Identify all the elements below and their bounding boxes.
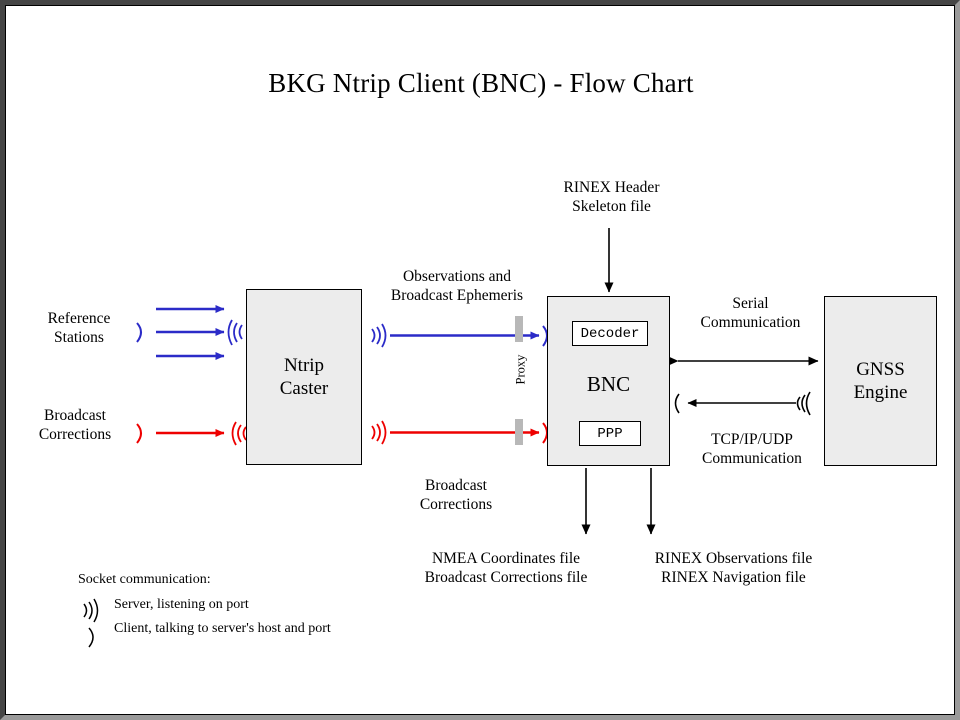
label-tcpip-communication: TCP/IP/UDP Communication <box>702 431 802 468</box>
node-gnss-engine[interactable]: GNSS Engine <box>824 296 937 466</box>
node-bnc-label: BNC <box>586 372 631 396</box>
label-reference-stations: Reference Stations <box>47 310 111 347</box>
legend-title: Socket communication: <box>78 572 211 587</box>
server-socket-icon-gnss-tcpip <box>796 391 811 416</box>
node-ntrip-caster[interactable]: Ntrip Caster <box>246 289 362 465</box>
legend-item-client-label: Client, talking to server's host and por… <box>114 621 331 636</box>
label-broadcast-corrections-stream: Broadcast Corrections <box>419 477 493 514</box>
legend-item-server: Server, listening on port <box>78 593 498 617</box>
node-bnc-ppp[interactable]: PPP <box>579 421 641 446</box>
proxy-barrier-bottom <box>515 419 523 445</box>
legend-item-server-label: Server, listening on port <box>114 597 249 612</box>
server-socket-icon-caster-output-red <box>371 420 387 445</box>
page-title: BKG Ntrip Client (BNC) - Flow Chart <box>268 68 694 98</box>
label-output-files-right: RINEX Observations file RINEX Navigation… <box>654 550 813 587</box>
node-bnc-decoder[interactable]: Decoder <box>572 321 648 346</box>
legend: Socket communication: Server, listening … <box>78 572 498 641</box>
diagram-canvas-border: BKG Ntrip Client (BNC) - Flow Chart Ntri… <box>5 5 955 715</box>
label-broadcast-corrections-source: Broadcast Corrections <box>38 407 112 444</box>
label-output-files-left: NMEA Coordinates file Broadcast Correcti… <box>424 550 588 587</box>
server-socket-icon-caster-input-red <box>231 421 247 446</box>
legend-client-socket-icon <box>88 627 94 648</box>
proxy-barrier-top <box>515 316 523 342</box>
client-socket-icon-broadcast-corrections <box>136 423 142 444</box>
legend-item-client: Client, talking to server's host and por… <box>78 617 498 641</box>
client-socket-icon-bnc-tcpip <box>674 393 680 414</box>
label-rinex-header-skeleton-file: RINEX Header Skeleton file <box>563 179 660 216</box>
server-socket-icon-caster-input-blue <box>227 319 243 346</box>
server-socket-icon-caster-output-blue <box>371 323 387 348</box>
flowchart-connectors <box>83 228 819 648</box>
legend-server-socket-icon <box>83 598 99 623</box>
label-observations-ephemeris: Observations and Broadcast Ephemeris <box>390 268 524 305</box>
proxy-label: Proxy <box>513 354 528 385</box>
client-socket-icon-reference-stations <box>136 322 142 343</box>
label-serial-communication: Serial Communication <box>700 295 801 332</box>
edge-reference-stations-to-caster <box>156 305 225 360</box>
